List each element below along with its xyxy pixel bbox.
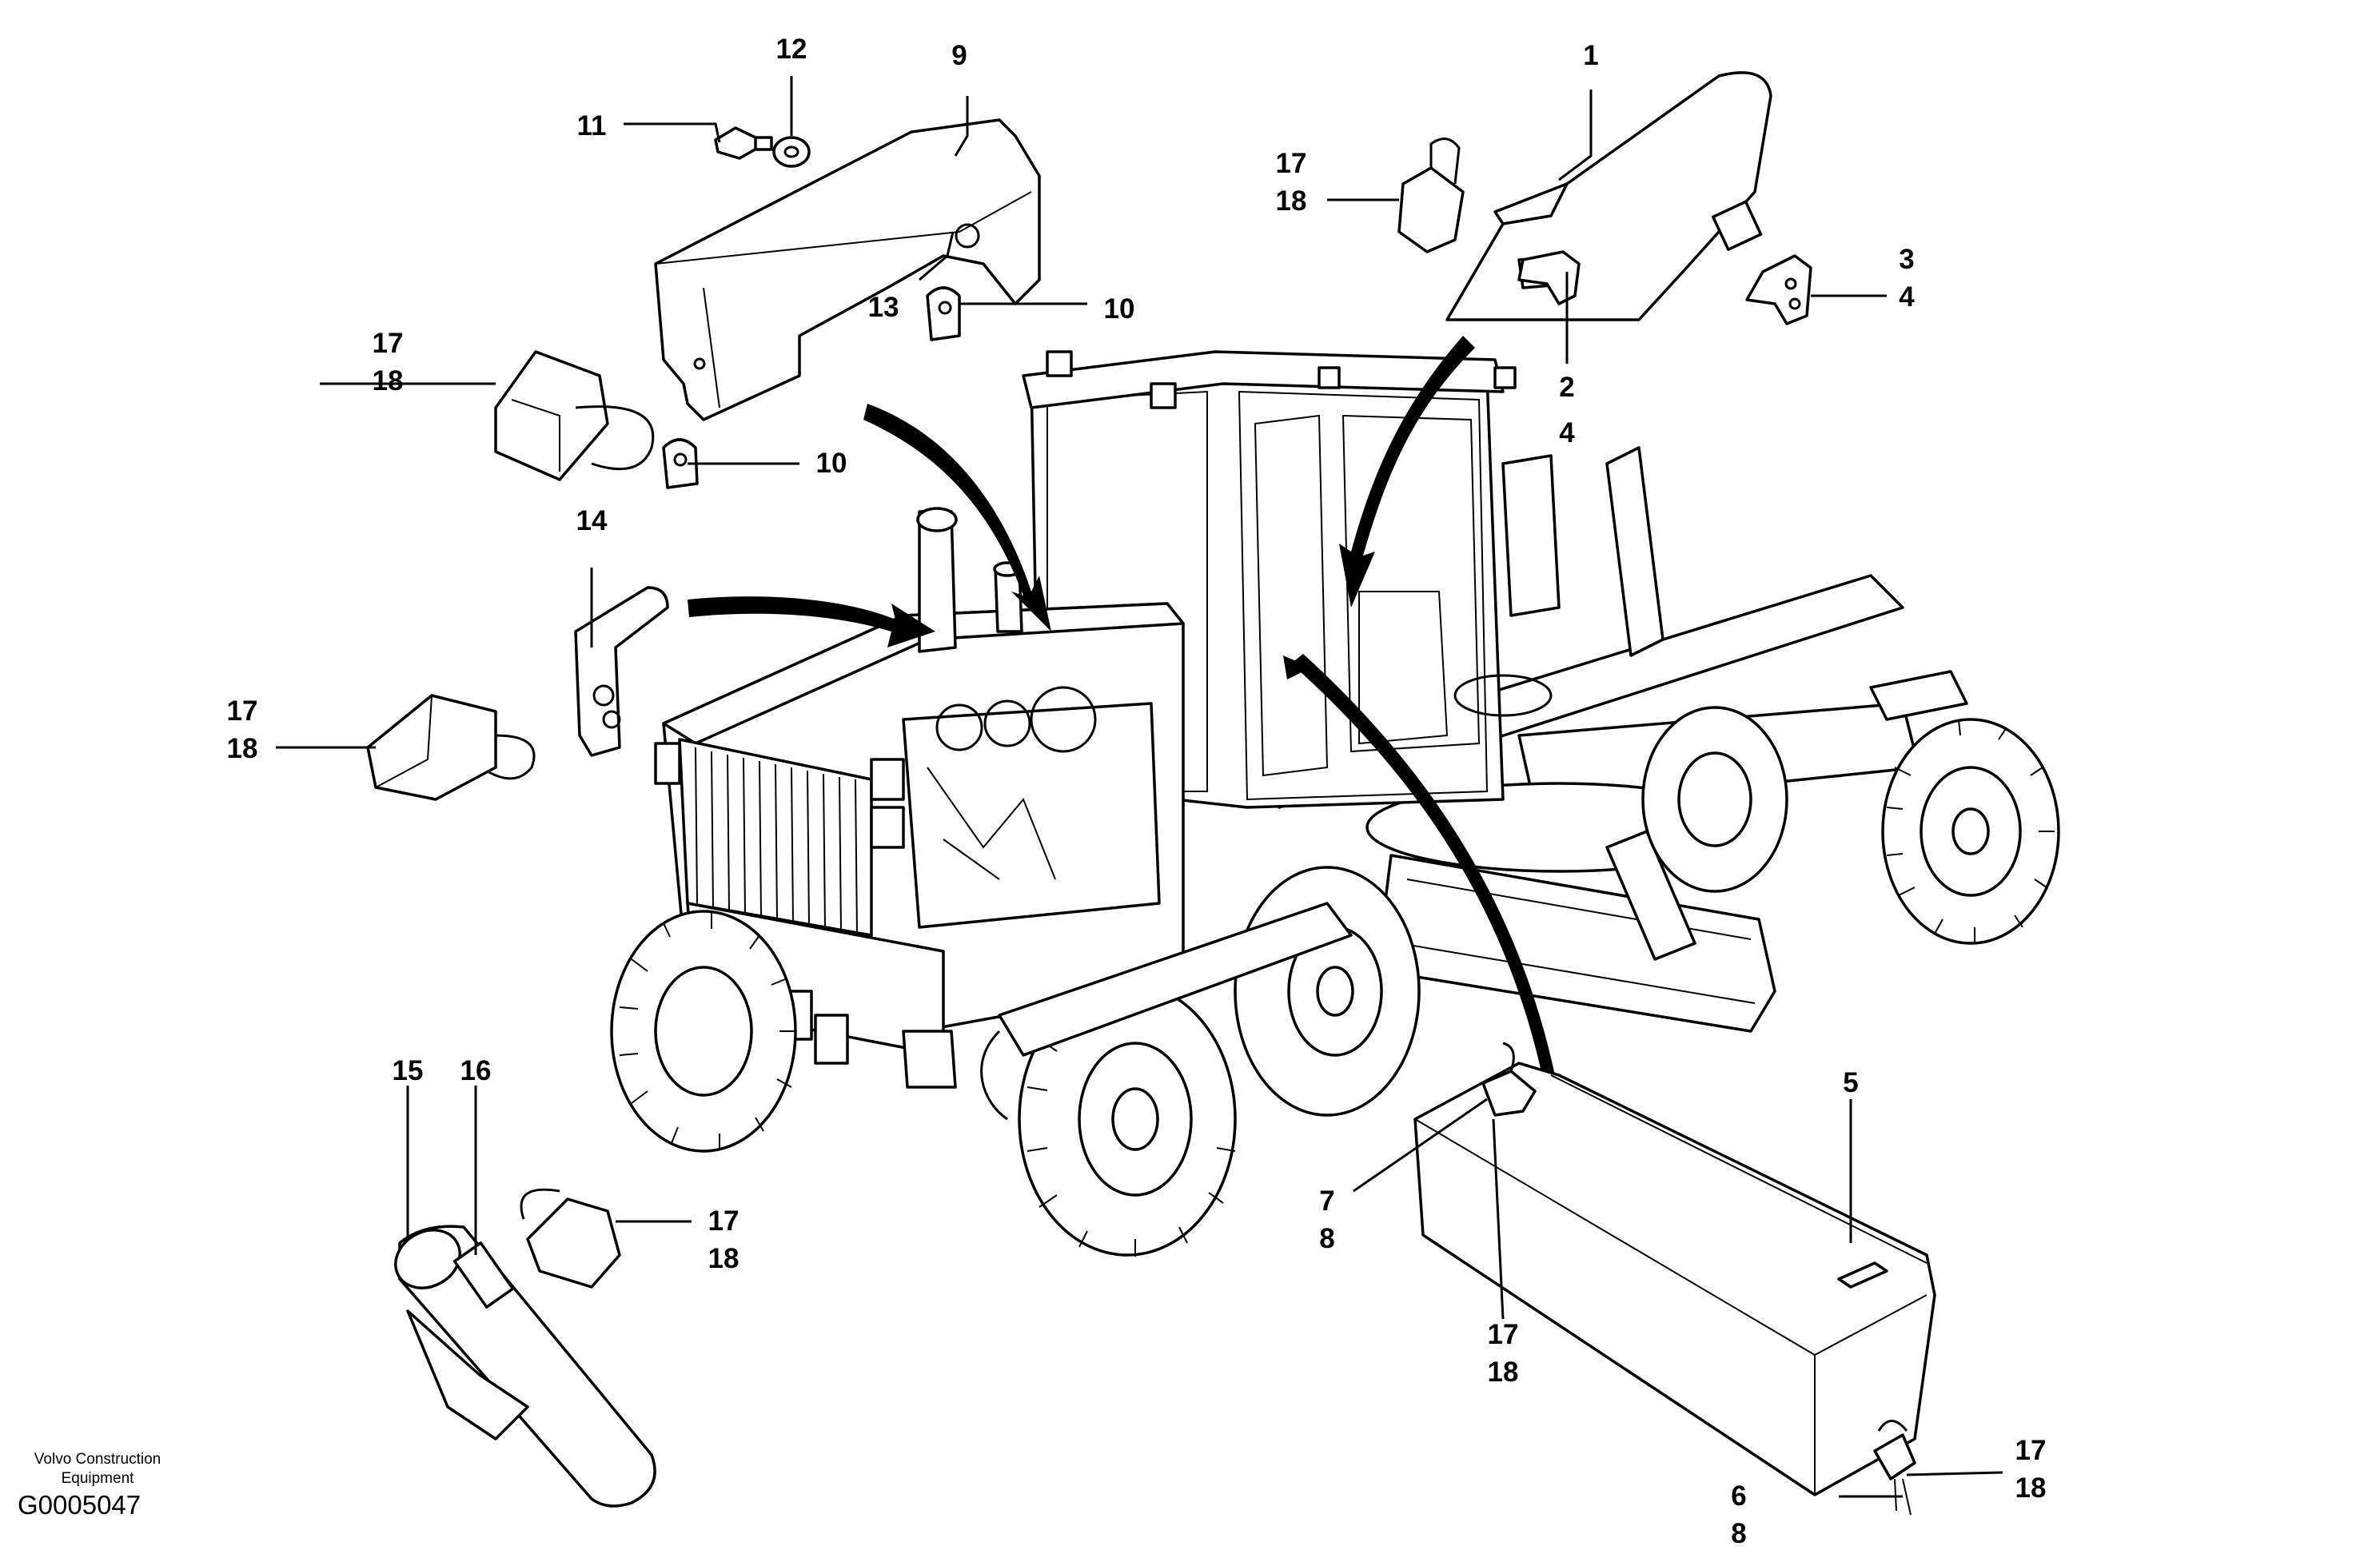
part-1-cover-panel [1445,71,1772,321]
callout-8-upper: 8 [1319,1223,1335,1254]
padlock-cab-top [1397,137,1465,253]
motor-grader [610,350,2060,1257]
part-15-16-document-tube [394,1225,656,1508]
leader-lines [276,76,2003,1498]
callout-16: 16 [460,1055,492,1086]
part-11-bolt [714,126,773,160]
callout-17-bottom-left: 17 [708,1205,740,1237]
callout-4-right: 4 [1899,281,1915,313]
callout-18-box-bottom: 18 [2015,1472,2047,1504]
callout-17-left: 17 [226,695,258,727]
callout-10-lower: 10 [815,448,847,479]
callout-9: 9 [951,40,967,71]
part-12-washer [772,136,811,168]
callout-6: 6 [1731,1480,1747,1512]
callout-13: 13 [867,292,899,323]
callout-17-box-bottom: 17 [2015,1435,2047,1466]
callout-4-upper: 4 [1559,417,1575,448]
part-10-clip-a [926,286,961,341]
drawing-code: G0005047 [18,1490,142,1520]
callout-1: 1 [1583,40,1599,71]
callout-18-upper-left: 18 [372,365,404,396]
callout-8-lower: 8 [1731,1518,1747,1549]
callout-18-bottom-left: 18 [708,1243,740,1274]
callout-10-upper: 10 [1103,293,1135,325]
callout-17-upper-left: 17 [372,328,404,359]
pointer-arrows [688,336,1555,1079]
padlock-box-top [1481,1042,1537,1117]
callout-18-box: 18 [1487,1357,1519,1388]
padlock-left-middle [366,694,536,801]
callout-18-cab: 18 [1275,185,1307,217]
callout-2: 2 [1559,372,1575,403]
callout-17-cab: 17 [1275,148,1307,179]
callout-15: 15 [392,1055,424,1086]
padlock-bottom-left [520,1188,621,1289]
padlock-box-bottom [1873,1420,1916,1516]
callout-17-box: 17 [1487,1319,1519,1350]
figure-caption: Volvo Construction Equipment [34,1451,161,1487]
callout-14: 14 [576,505,608,536]
part-9-engine-cover [654,118,1041,421]
callout-7: 7 [1319,1185,1335,1217]
callout-5: 5 [1843,1067,1859,1098]
part-10-clip-b [662,438,699,489]
callout-11: 11 [576,110,607,141]
padlock-top-left [494,350,655,481]
callout-3: 3 [1899,244,1915,275]
callout-18-left: 18 [226,733,258,764]
part-14-latch [574,586,669,757]
part-3-4-bracket [1745,254,1812,325]
callout-12: 12 [775,34,807,65]
part-5-box-cover [1413,1062,1936,1496]
